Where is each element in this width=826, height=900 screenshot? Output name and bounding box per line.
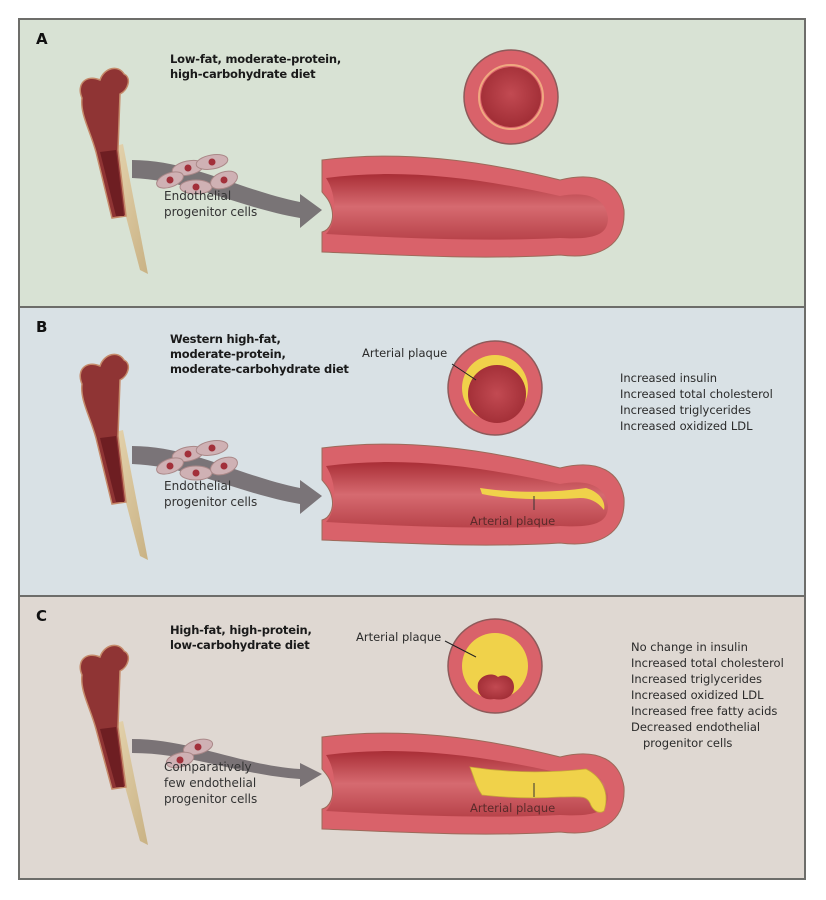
artery-longitudinal [321, 732, 625, 835]
effect-item: Increased oxidized LDL [631, 688, 764, 702]
panel-a-label: A [36, 30, 48, 48]
panel-a: A Low-fat, moderate-protein, high-carboh… [20, 20, 804, 308]
panel-b-cells-label: Endothelial progenitor cells [164, 479, 258, 509]
panel-c-illustration [79, 618, 625, 845]
effect-item: Increased free fatty acids [631, 704, 778, 718]
panel-b-effects-list: Increased insulin Increased total choles… [620, 370, 773, 434]
panel-b-diet: Western high-fat, moderate-protein, mode… [170, 332, 349, 376]
vessel-plaque [480, 488, 605, 510]
panel-c-vessel-plaque-label: Arterial plaque [470, 801, 556, 815]
panel-a-diet: Low-fat, moderate-protein, high-carbohyd… [170, 52, 342, 81]
artery-cross-section [463, 49, 559, 145]
panel-c: C High-fat, high-protein, low-carbohydra… [20, 597, 804, 878]
effect-item: Increased triglycerides [620, 403, 752, 417]
plaque-leader-line [451, 363, 477, 381]
figure-frame: A Low-fat, moderate-protein, high-carboh… [18, 18, 806, 880]
artery-longitudinal [321, 155, 625, 258]
bone-icon [79, 67, 148, 274]
progenitor-cells [156, 154, 238, 195]
effect-item: Increased triglycerides [631, 672, 763, 686]
plaque-leader-line [444, 640, 477, 658]
panel-c-cross-plaque-label: Arterial plaque [356, 630, 442, 644]
progenitor-cells [156, 440, 238, 481]
panel-c-effects-list: No change in insulin Increased total cho… [631, 639, 784, 751]
effect-item: Decreased endothelial [631, 720, 761, 734]
panel-c-diet: High-fat, high-protein, low-carbohydrate… [170, 623, 312, 652]
effect-item: Increased total cholesterol [620, 387, 773, 401]
panel-c-cells-label: Comparatively few endothelial progenitor… [164, 760, 258, 806]
panel-a-cells-label: Endothelial progenitor cells [164, 189, 258, 219]
panel-b-vessel-plaque-label: Arterial plaque [470, 514, 556, 528]
bone-icon [79, 644, 148, 845]
vessel-plaque [469, 766, 607, 813]
effect-item: progenitor cells [643, 736, 733, 750]
panel-c-label: C [36, 607, 48, 625]
effect-item: Increased oxidized LDL [620, 419, 753, 433]
migration-arrow [132, 739, 322, 787]
effect-item: Increased insulin [620, 371, 718, 385]
artery-longitudinal [321, 443, 625, 546]
artery-cross-section [447, 340, 543, 436]
panel-b: B Western high-fat, moderate-protein, mo… [20, 308, 804, 597]
progenitor-cells [165, 738, 214, 769]
panel-b-cross-plaque-label: Arterial plaque [362, 346, 448, 360]
effect-item: Increased total cholesterol [631, 656, 784, 670]
bone-icon [79, 353, 148, 560]
artery-cross-section [444, 618, 543, 714]
effect-item: No change in insulin [631, 640, 748, 654]
panel-b-label: B [36, 318, 48, 336]
panel-a-illustration [79, 49, 625, 274]
panel-b-illustration [79, 340, 625, 560]
